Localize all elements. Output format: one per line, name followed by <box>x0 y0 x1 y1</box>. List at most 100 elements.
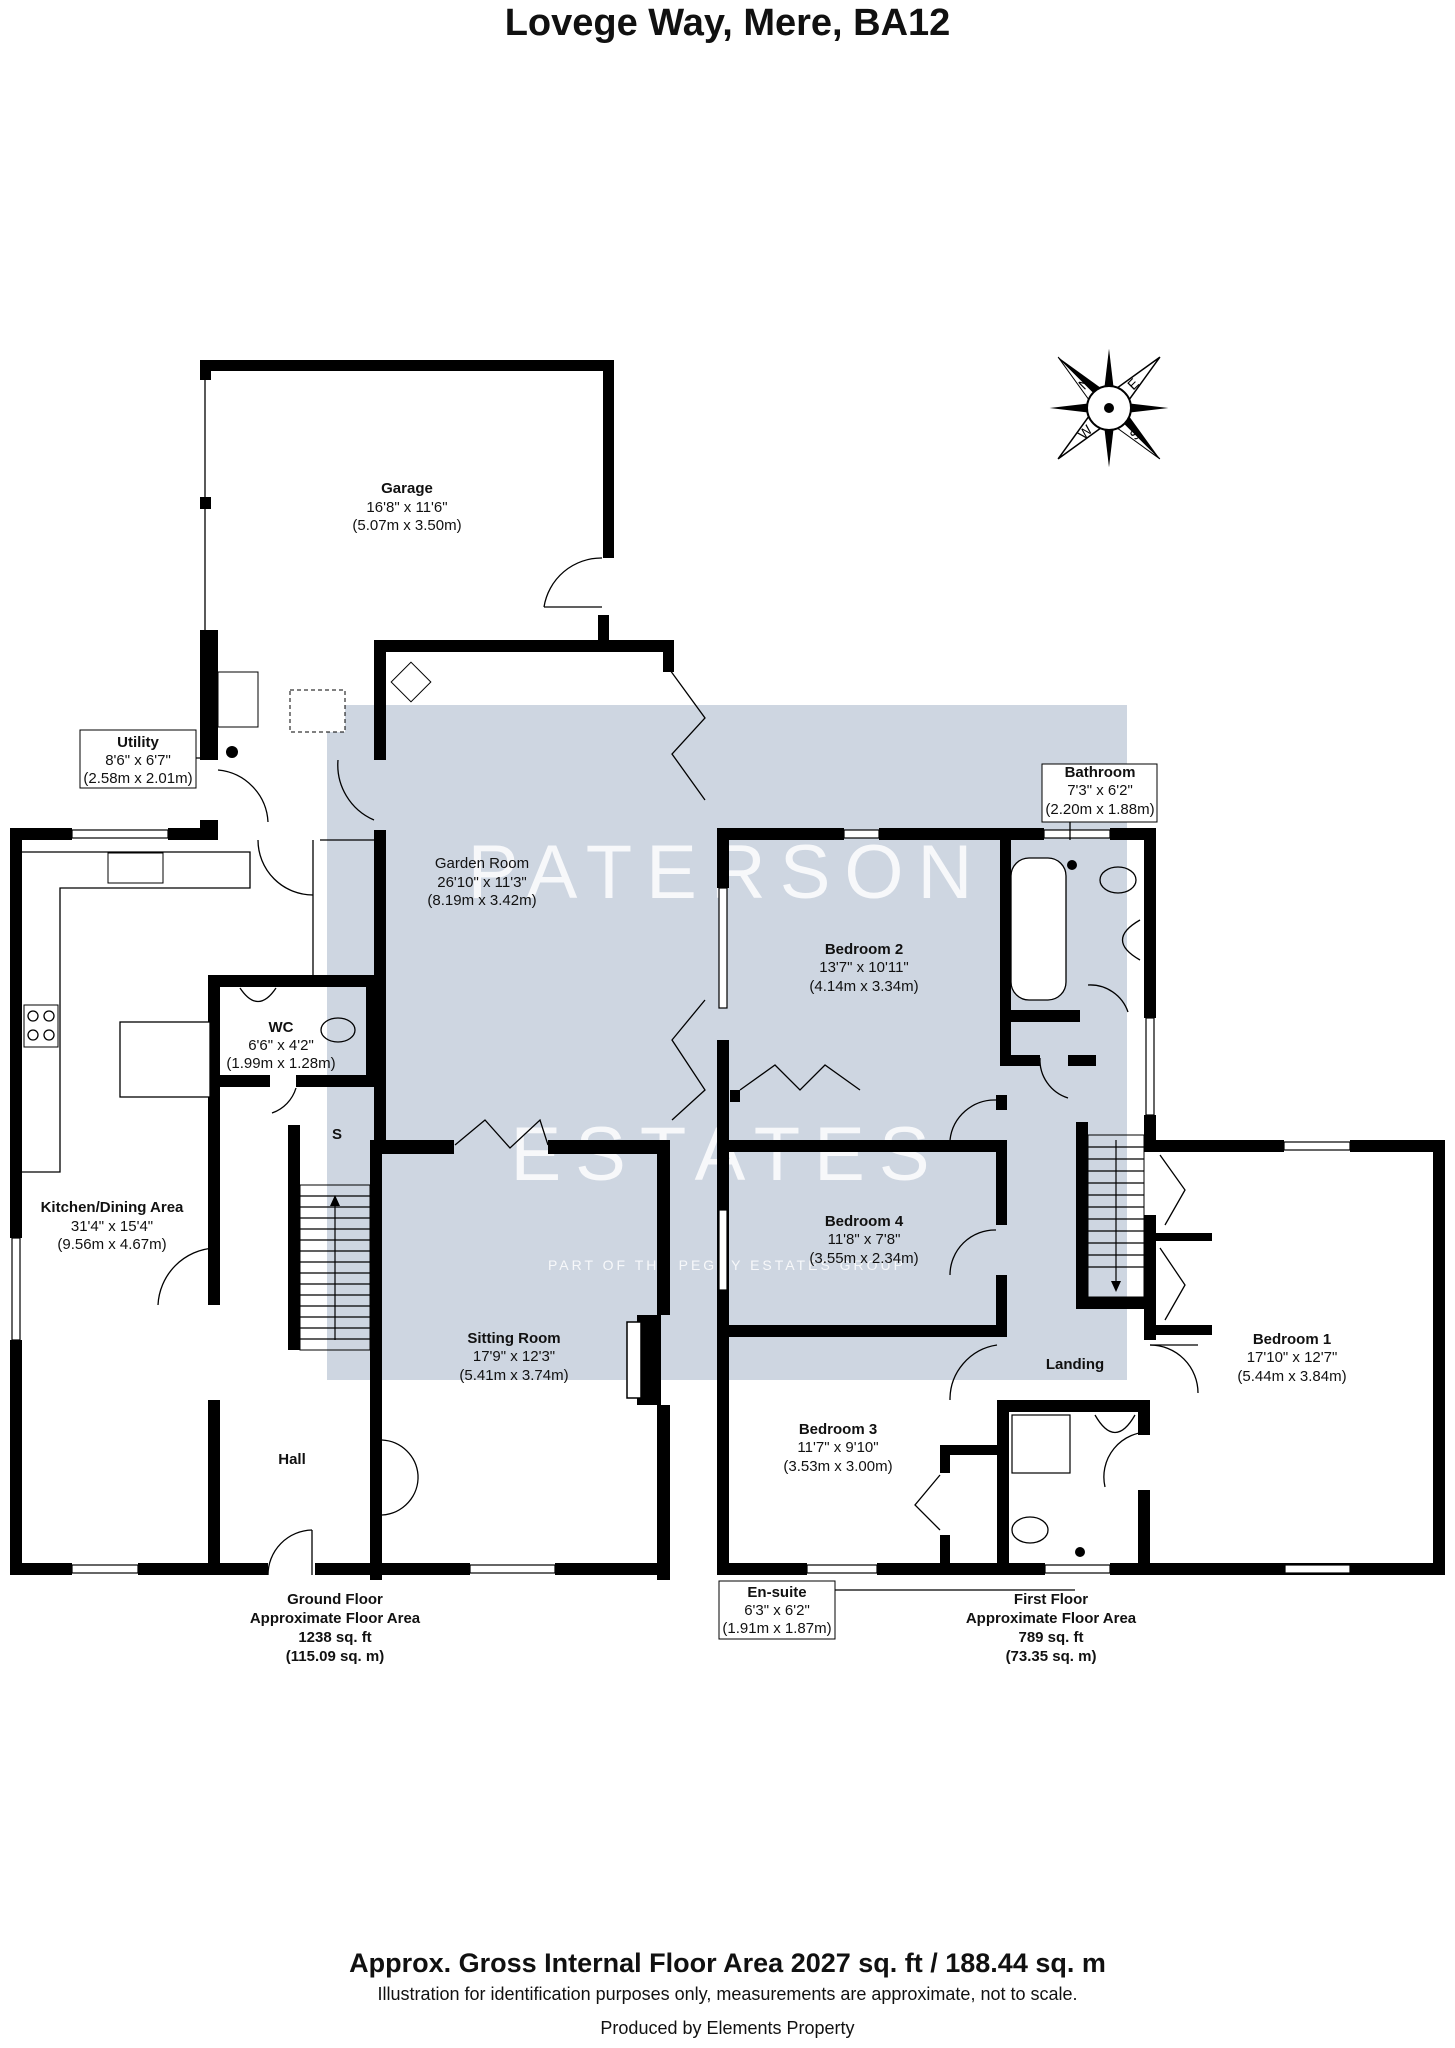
ensuite-name: En-suite <box>747 1584 806 1601</box>
plan-title: Lovege Way, Mere, BA12 <box>504 2 951 44</box>
bed1-cupboard-door-b <box>1159 1247 1186 1321</box>
bedroom2-imperial: 13'7" x 10'11" <box>819 959 909 976</box>
bathroom-door-2 <box>1087 984 1129 1013</box>
bedroom3-name: Bedroom 3 <box>799 1421 877 1438</box>
bedroom2-door <box>949 1099 997 1141</box>
kitchen-door-top <box>257 839 314 896</box>
ensuite-basin-icon <box>1094 1414 1136 1433</box>
sitting-metric: (5.41m x 3.74m) <box>459 1367 568 1384</box>
bath-toilet-icon <box>1099 866 1137 894</box>
bed2-robe-door <box>739 1064 861 1091</box>
kitchen-door-hall <box>157 1247 215 1306</box>
shower-icon <box>1011 1414 1071 1474</box>
bathroom-door <box>1039 1057 1069 1099</box>
bedroom1-door <box>1149 1344 1199 1394</box>
garden-room-name: Garden Room <box>435 855 529 872</box>
first-floor-line1: First Floor <box>1014 1591 1088 1608</box>
utility-label-box <box>79 729 215 789</box>
bedroom4-door <box>949 1229 997 1276</box>
garden-bifold-door-bottom <box>454 1118 549 1149</box>
ground-floor-line2: Approximate Floor Area <box>250 1610 421 1627</box>
landing-name: Landing <box>1046 1356 1104 1373</box>
ground-floor-line1: Ground Floor <box>287 1591 383 1608</box>
wc-metric: (1.99m x 1.28m) <box>226 1055 335 1072</box>
ground-floor-line4: (115.09 sq. m) <box>286 1648 384 1665</box>
bedroom4-imperial: 11'8" x 7'8" <box>828 1231 901 1248</box>
bed1-cupboard-door-a <box>1159 1154 1186 1226</box>
kitchen-metric: (9.56m x 4.67m) <box>57 1236 166 1253</box>
bath-basin-icon <box>1122 919 1141 961</box>
wc-imperial: 6'6" x 4'2" <box>248 1037 314 1054</box>
boiler-icon <box>226 746 238 758</box>
ensuite-toilet-icon <box>1011 1516 1049 1544</box>
floor-area-labels: Ground Floor Approximate Floor Area 1238… <box>250 1591 1137 1665</box>
ground-floor-line3: 1238 sq. ft <box>298 1629 371 1646</box>
utility-sink-icon <box>217 671 259 728</box>
kitchen-worktops <box>22 851 251 1173</box>
sitting-name: Sitting Room <box>467 1330 560 1347</box>
kitchen-island <box>119 1021 211 1098</box>
utility-metric: (2.58m x 2.01m) <box>83 770 192 787</box>
garden-bifold-door-top <box>669 669 706 801</box>
garage-imperial: 16'8" x 11'6" <box>366 499 447 516</box>
utility-name: Utility <box>117 734 159 751</box>
utility-door <box>217 769 269 823</box>
bedroom2-name: Bedroom 2 <box>825 941 903 958</box>
kitchen-sink-icon <box>107 852 164 884</box>
bedroom1-imperial: 17'10" x 12'7" <box>1247 1349 1338 1366</box>
ensuite-metric: (1.91m x 1.87m) <box>722 1620 831 1637</box>
ensuite-imperial: 6'3" x 6'2" <box>744 1602 810 1619</box>
bathroom-label-box <box>1041 763 1158 840</box>
ensuite-label-box <box>718 1580 1075 1640</box>
kitchen-name: Kitchen/Dining Area <box>41 1199 184 1216</box>
bedroom2-metric: (4.14m x 3.34m) <box>809 978 918 995</box>
garden-room-imperial: 26'10" x 11'3" <box>437 874 527 891</box>
sitting-door-b <box>381 1474 419 1516</box>
producer: Produced by Elements Property <box>600 2018 855 2038</box>
first-floor-line4: (73.35 sq. m) <box>1006 1648 1097 1665</box>
bathroom-name: Bathroom <box>1065 764 1136 781</box>
bedroom3-door <box>949 1344 998 1401</box>
wc-basin-icon <box>239 987 277 1003</box>
bedroom1-metric: (5.44m x 3.84m) <box>1237 1368 1346 1385</box>
garden-room-metric: (8.19m x 3.42m) <box>427 892 536 909</box>
appliance-space-icon <box>289 689 346 733</box>
first-stairs <box>1087 1134 1145 1298</box>
garage-metric: (5.07m x 3.50m) <box>352 517 461 534</box>
bedroom1-name: Bedroom 1 <box>1253 1331 1331 1348</box>
garden-bifold-door-mid <box>671 999 706 1121</box>
garden-fixture-icon <box>390 661 432 703</box>
room-labels: Garage 16'8" x 11'6" (5.07m x 3.50m) Uti… <box>41 480 1347 1637</box>
garage-door <box>543 557 603 608</box>
sitting-imperial: 17'9" x 12'3" <box>473 1348 555 1365</box>
utility-imperial: 8'6" x 6'7" <box>105 752 171 769</box>
ground-windows <box>11 829 556 1574</box>
bath-icon <box>1010 857 1067 1001</box>
bedroom3-metric: (3.53m x 3.00m) <box>783 1458 892 1475</box>
wc-toilet-icon <box>320 1017 356 1043</box>
bedroom4-name: Bedroom 4 <box>825 1213 904 1230</box>
bedroom3-imperial: 11'7" x 9'10" <box>797 1439 878 1456</box>
stairs-mark: S <box>332 1126 342 1143</box>
disclaimer: Illustration for identification purposes… <box>377 1984 1078 2004</box>
ground-stairs <box>299 1184 371 1351</box>
garden-room-door <box>337 759 375 821</box>
bathroom-imperial: 7'3" x 6'2" <box>1067 782 1133 799</box>
compass-rose-icon: N E S W <box>1049 348 1169 468</box>
bathroom-metric: (2.20m x 1.88m) <box>1045 801 1154 818</box>
bedroom4-metric: (3.55m x 2.34m) <box>809 1250 918 1267</box>
ground-floor-walls <box>10 360 674 1580</box>
front-door <box>267 1529 313 1576</box>
ensuite-door <box>1103 1431 1151 1488</box>
hall-name: Hall <box>278 1451 306 1468</box>
hob-icon <box>23 1004 59 1048</box>
first-floor-line2: Approximate Floor Area <box>966 1610 1137 1627</box>
kitchen-imperial: 31'4" x 15'4" <box>71 1218 153 1235</box>
first-floor-walls <box>717 828 1445 1575</box>
wc-door <box>271 1087 297 1114</box>
garage-name: Garage <box>381 480 433 497</box>
first-windows <box>718 829 1351 1574</box>
gross-area: Approx. Gross Internal Floor Area 2027 s… <box>349 1948 1106 1978</box>
bed3-cupboard-door <box>914 1474 941 1531</box>
